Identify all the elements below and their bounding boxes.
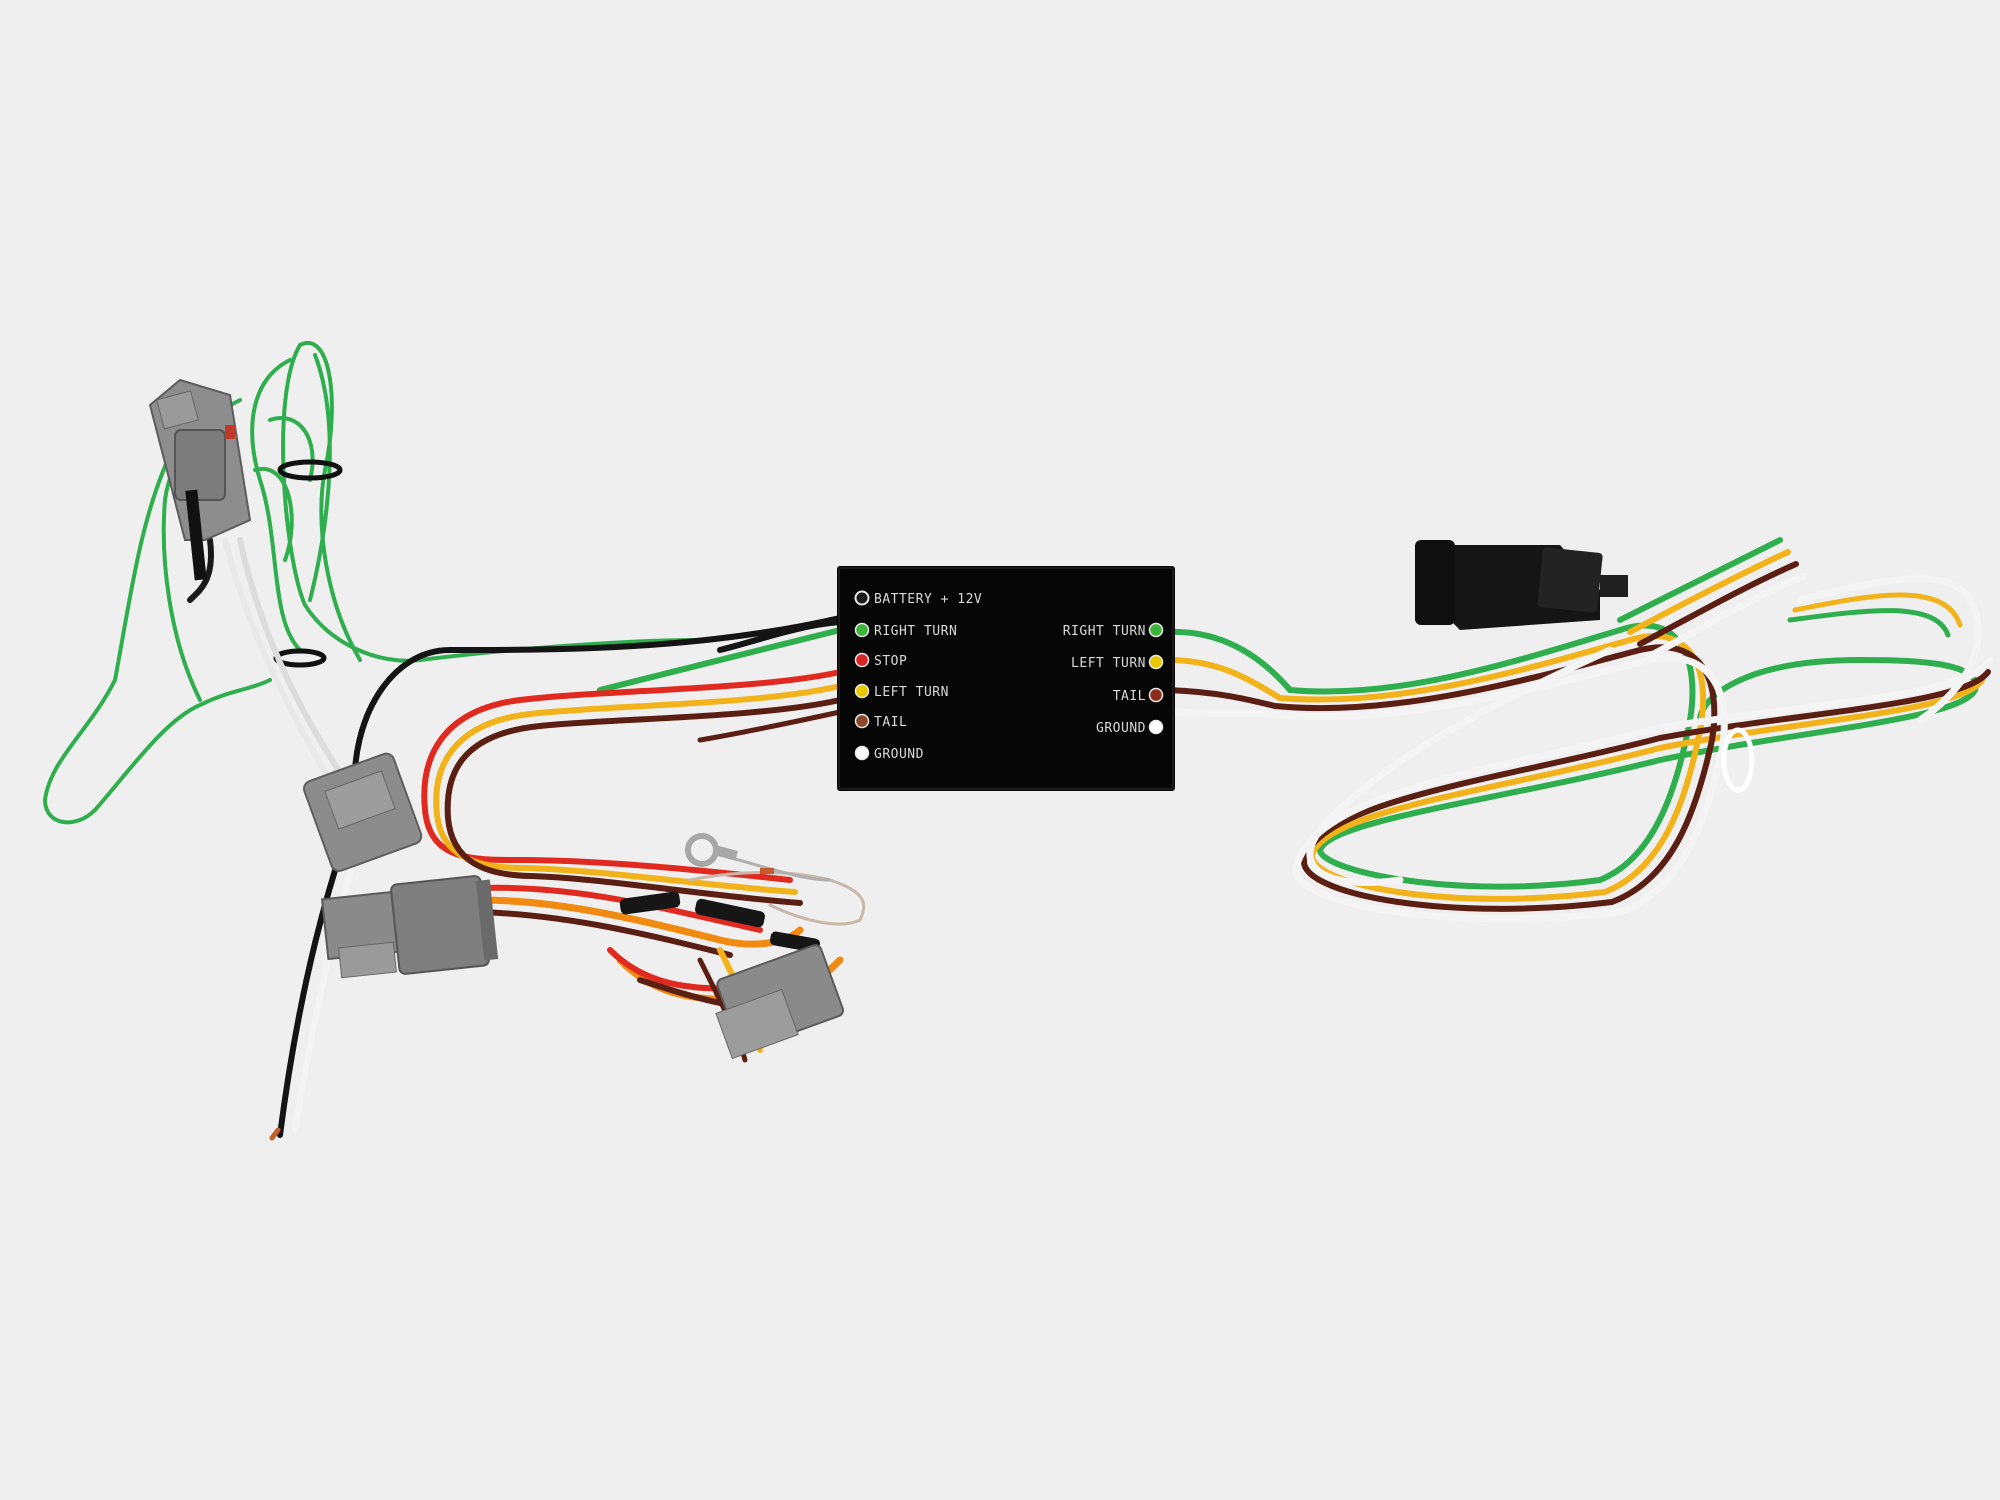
input-label-left-turn: LEFT TURN (874, 685, 949, 700)
ring-terminal-icon (685, 833, 831, 882)
converter-box: BATTERY + 12V RIGHT TURN STOP LEFT TURN … (837, 566, 1175, 791)
green-power-wire-coil (42, 341, 702, 825)
flat-4-connector-icon (1415, 540, 1628, 630)
input-label-tail: TAIL (874, 715, 907, 730)
oem-connector-icon (715, 944, 844, 1060)
output-label-ground: GROUND (1096, 721, 1146, 736)
indicator-tail (854, 713, 870, 729)
indicator-stop (854, 652, 870, 668)
red-yellow-brown-bundle (421, 669, 843, 906)
input-label-ground: GROUND (874, 747, 924, 762)
indicator-right-turn (854, 622, 870, 638)
zip-tie-icon (277, 459, 343, 481)
input-label-right-turn: RIGHT TURN (874, 624, 957, 639)
indicator-battery (854, 590, 870, 606)
oem-connector-icon (148, 378, 252, 581)
output-label-tail: TAIL (1113, 689, 1146, 704)
indicator-out-ground (1148, 719, 1164, 735)
input-label-stop: STOP (874, 654, 907, 669)
input-label-battery: BATTERY + 12V (874, 592, 982, 607)
indicator-out-left-turn (1148, 654, 1164, 670)
white-wires-left (187, 537, 348, 783)
input-wires-to-box (351, 615, 843, 798)
indicator-out-tail (1148, 687, 1164, 703)
indicator-ground (854, 745, 870, 761)
zip-tie-icon (1721, 727, 1755, 793)
output-label-right-turn: RIGHT TURN (1063, 624, 1146, 639)
indicator-out-right-turn (1148, 622, 1164, 638)
oem-connector-icon (320, 875, 499, 979)
output-wire-bundle (1164, 537, 1994, 923)
oem-connector-icon (303, 752, 423, 872)
indicator-left-turn (854, 683, 870, 699)
output-label-left-turn: LEFT TURN (1071, 656, 1146, 671)
